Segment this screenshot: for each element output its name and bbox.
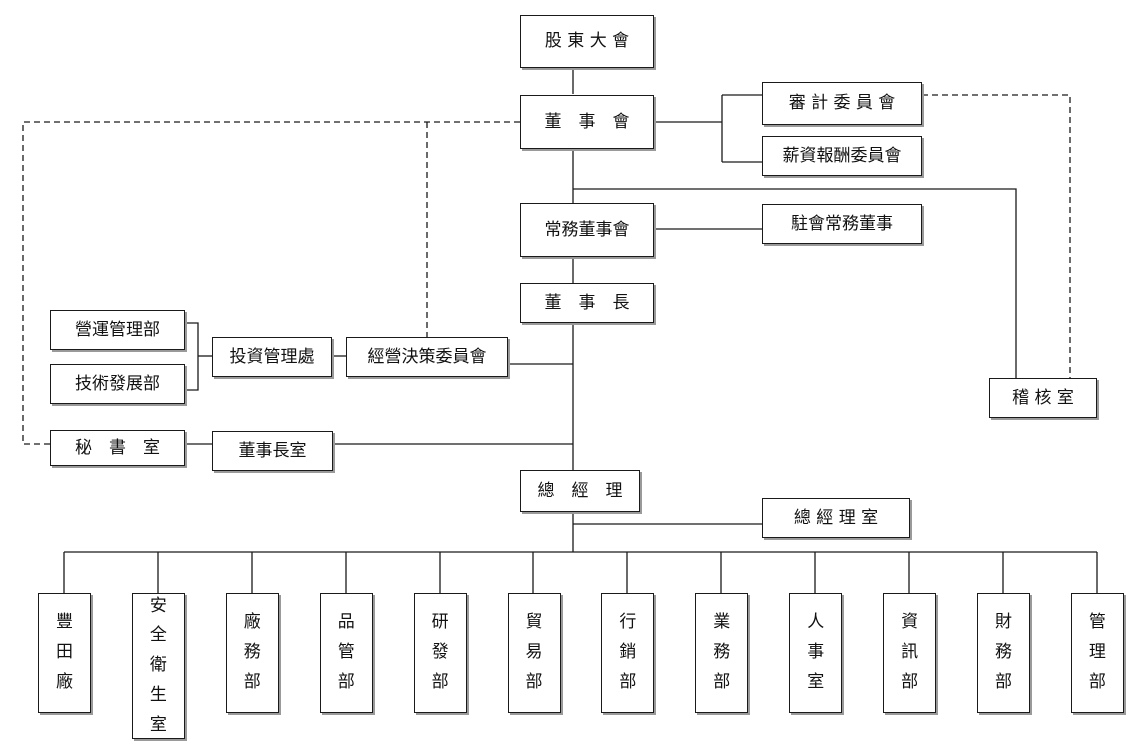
marketing-dept-box: 行銷部 — [601, 593, 655, 713]
it-dept-box: 資訊部 — [883, 593, 937, 713]
operations-management-dept-box: 營運管理部 — [50, 310, 185, 350]
chairman-box: 董 事 長 — [520, 283, 654, 323]
resident-executive-director-box: 駐會常務董事 — [762, 204, 922, 244]
management-dept-box: 管理部 — [1070, 593, 1124, 713]
trade-dept-box: 貿易部 — [507, 593, 561, 713]
shareholders-meeting-box: 股 東 大 會 — [520, 15, 654, 68]
general-manager-office-box: 總 經 理 室 — [762, 498, 910, 538]
factory-affairs-dept-box: 廠務部 — [225, 593, 279, 713]
audit-office-box: 稽 核 室 — [989, 378, 1097, 418]
audit-committee-box: 審 計 委 員 會 — [762, 82, 922, 125]
compensation-committee-box: 薪資報酬委員會 — [762, 136, 922, 176]
business-decision-committee-box: 經營決策委員會 — [346, 337, 508, 377]
technology-development-dept-box: 技術發展部 — [50, 364, 185, 404]
chairman-office-box: 董事長室 — [212, 431, 333, 471]
connector-audit-office — [573, 188, 1017, 378]
dashed-audit-committee-audit-office — [922, 94, 1071, 378]
executive-board-box: 常務董事會 — [520, 203, 654, 257]
rd-dept-box: 研發部 — [413, 593, 467, 713]
personnel-office-box: 人事室 — [789, 593, 843, 713]
business-dept-box: 業務部 — [695, 593, 749, 713]
finance-dept-box: 財務部 — [977, 593, 1030, 713]
secretary-office-box: 秘 書 室 — [50, 430, 185, 466]
dashed-board-secretary — [22, 121, 520, 445]
general-manager-box: 總 經 理 — [520, 470, 640, 512]
quality-control-dept-box: 品管部 — [319, 593, 373, 713]
toyoda-factory-box: 豐田廠 — [38, 593, 91, 713]
board-of-directors-box: 董 事 會 — [520, 95, 654, 149]
connector-sub-depts — [185, 322, 199, 391]
investment-management-office-box: 投資管理處 — [212, 337, 332, 377]
safety-health-office-box: 安全衛生室 — [131, 593, 185, 739]
